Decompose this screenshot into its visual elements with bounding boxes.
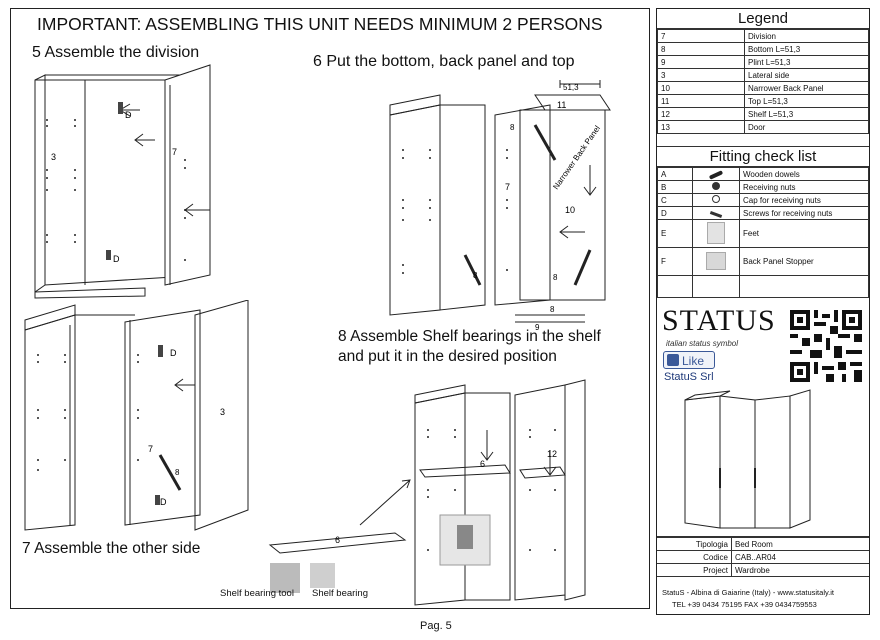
like-button[interactable]: Like — [663, 351, 715, 369]
step-5-diagram: D D 3 7 — [34, 64, 211, 299]
label-narrower-panel: Narrower Back Panel — [551, 124, 602, 191]
label-d-top: D — [125, 110, 132, 120]
label-10: 10 — [565, 205, 575, 215]
stopper-icon — [706, 251, 726, 270]
brand-tagline: italian status symbol — [666, 339, 739, 348]
label-8-right: 8 — [553, 273, 558, 282]
instructions-frame — [10, 8, 650, 609]
label-d-7-top: D — [170, 348, 177, 358]
step-7-diagram: D D 7 8 3 — [24, 300, 249, 531]
step-6-title: 6 Put the bottom, back panel and top — [313, 53, 575, 70]
qr-code-icon — [790, 310, 862, 382]
step-6-diagram: 51,3 11 7 10 8 8 8 8 9 Narrower Back Pan… — [389, 80, 611, 330]
company-phone: TEL +39 0434 75195 FAX +39 0434759553 — [672, 600, 817, 609]
label-3: 3 — [51, 152, 56, 162]
label-3-b: 3 — [220, 407, 225, 417]
fitting-title: Fitting check list — [657, 146, 869, 167]
screw-icon — [709, 210, 723, 218]
label-8-top: 8 — [510, 123, 515, 132]
brand-logo: STATUS — [662, 304, 776, 337]
dowel-icon — [708, 169, 724, 180]
company-name: StatuS Srl — [664, 371, 714, 383]
thumbs-up-icon — [667, 354, 679, 366]
label-9: 9 — [535, 323, 540, 330]
label-6-board: 6 — [335, 535, 340, 545]
nut-icon — [712, 182, 720, 190]
label-12: 12 — [547, 449, 557, 459]
side-panel — [656, 8, 870, 615]
foot-icon — [707, 221, 725, 244]
shelf-bearing-tool-label: Shelf bearing tool — [220, 588, 294, 599]
label-7: 7 — [172, 147, 177, 157]
table-row — [657, 275, 869, 298]
page-number: Pag. 5 — [420, 620, 452, 632]
step-8-title-line1: 8 Assemble Shelf bearings in the shelf — [338, 328, 601, 345]
step-8-title-line2: and put it in the desired position — [338, 348, 557, 365]
company-address: StatuS - Albina di Gaiarine (Italy) - ww… — [662, 588, 835, 597]
label-6-shelf: 6 — [480, 459, 485, 469]
label-dim: 51,3 — [563, 83, 579, 92]
step-8-diagram: 6 12 6 — [268, 379, 586, 606]
wardrobe-thumbnail — [684, 389, 811, 529]
label-d-bottom: D — [113, 254, 120, 264]
step-5-title: 5 Assemble the division — [32, 44, 200, 61]
label-7-b: 7 — [505, 182, 510, 192]
label-8-bottom: 8 — [550, 305, 555, 314]
like-label: Like — [682, 354, 705, 368]
label-11: 11 — [557, 100, 566, 110]
warning-title: IMPORTANT: ASSEMBLING THIS UNIT NEEDS MI… — [37, 14, 603, 34]
cap-icon — [712, 195, 720, 203]
label-8-left: 8 — [473, 271, 478, 280]
label-8-c: 8 — [175, 468, 180, 477]
label-d-7-bottom: D — [160, 497, 167, 507]
shelf-bearing-label: Shelf bearing — [312, 588, 368, 599]
legend-title: Legend — [657, 9, 869, 29]
label-7-c: 7 — [148, 444, 153, 454]
step-7-title: 7 Assemble the other side — [22, 540, 201, 557]
